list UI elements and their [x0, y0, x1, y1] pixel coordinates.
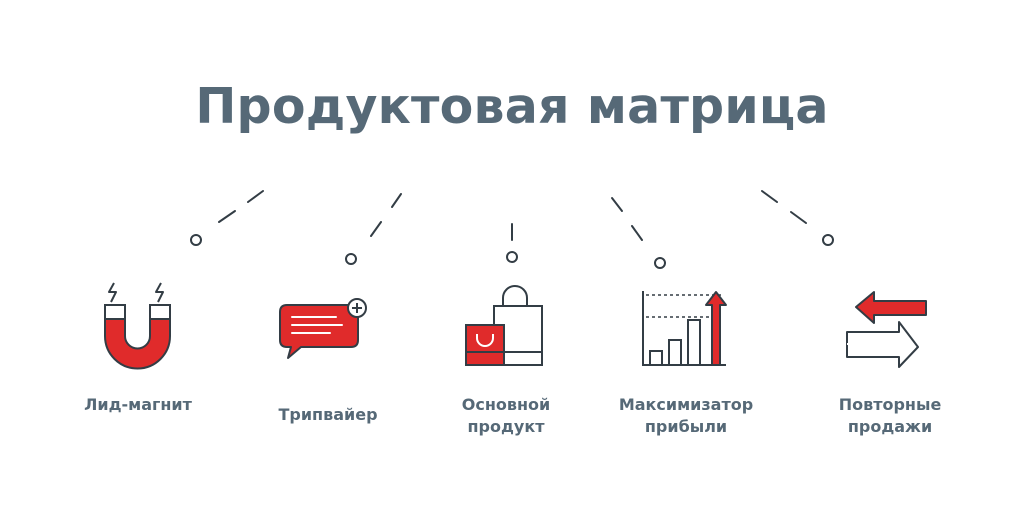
- label-repeat-sales: Повторные продажи: [838, 395, 942, 436]
- repeat-arrows-icon: [846, 291, 927, 368]
- growth-chart-icon: [642, 291, 727, 366]
- magnet-icon: [104, 282, 171, 370]
- label-core-product: Основной продукт: [461, 395, 551, 436]
- connector-tripwire: [345, 193, 402, 265]
- connector-profit-maximizer: [611, 197, 666, 269]
- label-profit-maximizer: Максимизатор прибыли: [618, 395, 754, 436]
- label-tripwire: Трипвайер: [278, 405, 378, 424]
- chat-bubble-plus-icon: [279, 298, 367, 359]
- connector-repeat-sales: [761, 190, 834, 246]
- connector-core-product: [506, 223, 518, 263]
- page-title: Продуктовая матрица: [195, 78, 829, 135]
- connector-lead-magnet: [190, 190, 264, 246]
- label-lead-magnet: Лид-магнит: [84, 395, 192, 414]
- shopping-bags-icon: [465, 285, 543, 366]
